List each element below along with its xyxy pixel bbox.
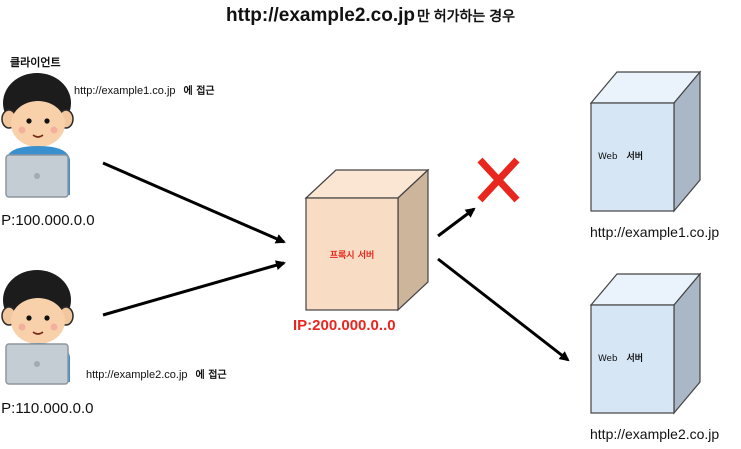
proxy-ip: IP:200.000.0..0	[293, 317, 396, 334]
server-2-label-en: Web	[598, 354, 618, 364]
arrow-proxy-to-server2	[437, 257, 570, 362]
cheek	[50, 323, 58, 331]
web-server-1-box: Web 서버	[589, 70, 702, 213]
client-2-access-suffix: 에 접근	[195, 370, 227, 381]
eye	[26, 118, 32, 124]
proxy-server-box: 프록시 서버	[304, 168, 430, 312]
arrow-client2-to-proxy	[102, 260, 286, 317]
face	[11, 101, 65, 147]
eye	[44, 315, 50, 321]
client-2-figure	[1, 270, 74, 385]
cheek	[18, 323, 26, 331]
eye	[44, 118, 50, 124]
arrow-client1-to-proxy	[102, 161, 286, 244]
client-1-access-suffix: 에 접근	[183, 86, 215, 97]
face	[11, 298, 65, 344]
server-box-front	[590, 102, 675, 212]
server-2-label: Web 서버	[598, 352, 643, 364]
title-suffix: 만 허가하는 경우	[417, 8, 515, 24]
server-1-url: http://example1.co.jp	[590, 224, 720, 240]
laptop-logo	[34, 361, 40, 367]
bangs	[10, 277, 66, 307]
cheek	[50, 126, 58, 134]
server-1-label: Web 서버	[598, 150, 643, 162]
client-2-access-label: http://example2.co.jp 에 접근	[86, 366, 227, 381]
proxy-label: 프록시 서버	[330, 249, 375, 261]
laptop-logo	[34, 173, 40, 179]
mouth	[32, 134, 44, 138]
cheek	[18, 126, 26, 134]
server-box-front	[590, 304, 675, 414]
title-url: http://example2.co.jp	[226, 5, 416, 26]
client-1-access-label: http://example1.co.jp 에 접근	[74, 82, 215, 97]
proxy-box-front	[305, 197, 399, 311]
client-2-ip: IP:110.000.0.0	[0, 400, 94, 417]
blocked-x-icon	[477, 157, 520, 203]
arrow-proxy-to-server1	[437, 207, 476, 238]
web-server-2-box: Web 서버	[589, 272, 702, 415]
server-1-label-en: Web	[598, 152, 618, 162]
mouth	[32, 331, 44, 335]
bangs	[10, 80, 66, 110]
client-1-figure	[1, 73, 74, 198]
client-1-access-url: http://example1.co.jp	[74, 85, 176, 97]
client-2-access-url: http://example2.co.jp	[86, 369, 188, 381]
server-2-label-ko: 서버	[627, 352, 644, 364]
client-section-label: 클라이언트	[10, 56, 61, 69]
server-2-url: http://example2.co.jp	[590, 426, 720, 442]
client-1-ip: IP:100.000.0.0	[0, 212, 95, 229]
eye	[26, 315, 32, 321]
server-1-label-ko: 서버	[627, 150, 644, 162]
